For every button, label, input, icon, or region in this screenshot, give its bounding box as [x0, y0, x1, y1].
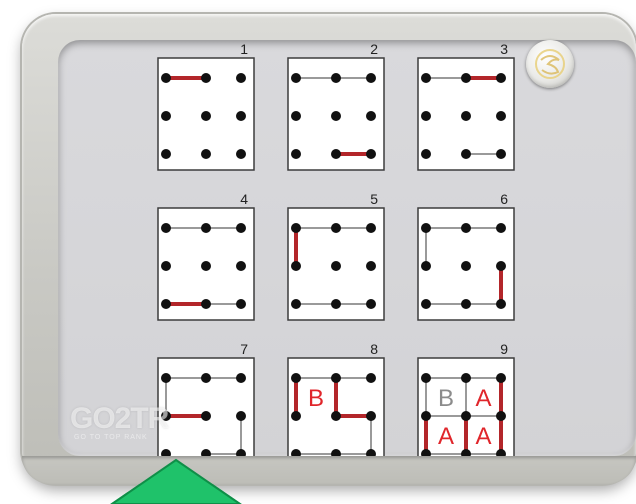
green-arrow-icon	[0, 0, 636, 504]
